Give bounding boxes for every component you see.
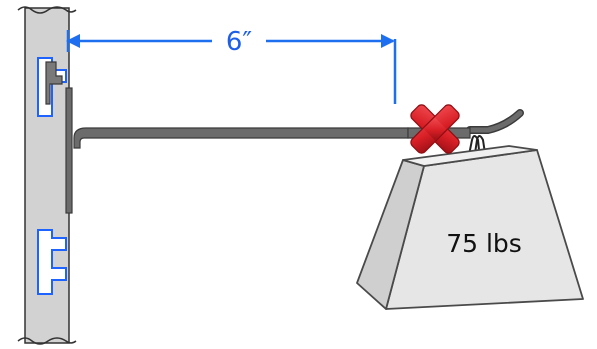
weight-handle bbox=[467, 135, 487, 161]
dimension-line bbox=[66, 30, 397, 104]
weight-block bbox=[356, 145, 584, 310]
dimension-label: 6″ bbox=[226, 27, 253, 57]
hook-clip bbox=[45, 61, 73, 214]
weight-label: 75 lbs bbox=[446, 229, 522, 258]
x-mark-icon bbox=[410, 104, 460, 154]
lower-slot bbox=[37, 229, 67, 295]
